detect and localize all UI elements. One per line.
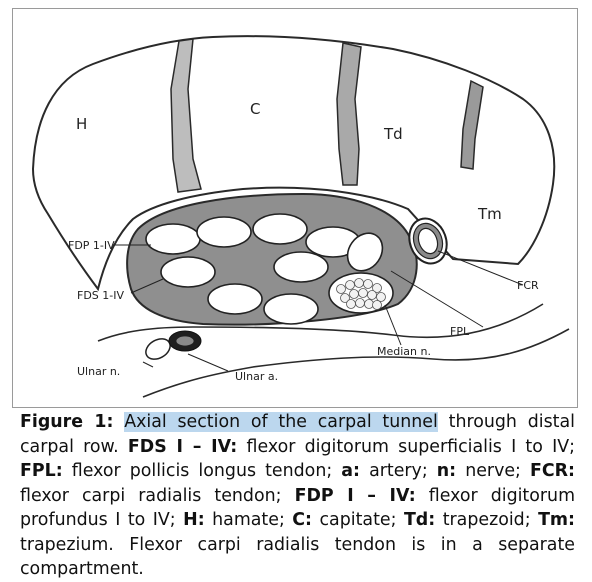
anatomy-figure: H C Td Tm: [12, 8, 578, 408]
joint-space-td-tm: [460, 79, 484, 170]
caption-key-fcr: FCR:: [530, 461, 575, 481]
tendon-fds-4: [263, 293, 319, 325]
caption-figure-number: Figure 1:: [20, 412, 114, 432]
caption-key-n: n:: [436, 461, 457, 481]
carpal-tunnel-drawing: H C Td Tm: [31, 35, 570, 398]
caption-key-a: a:: [341, 461, 360, 481]
caption-text: artery;: [360, 461, 437, 481]
joint-space-c-td: [336, 42, 362, 186]
label-ulnar-artery: Ulnar a.: [235, 370, 278, 383]
caption-key-c: C:: [292, 510, 313, 530]
caption-text: flexor digitorum profundus I to IV;: [20, 485, 576, 531]
caption-text: nerve;: [456, 461, 530, 481]
median-nerve-fascicles: [336, 278, 386, 310]
palmar-soft-tissue: [97, 303, 570, 398]
label-trapezium: Tm: [477, 205, 502, 223]
leader-lines: [113, 244, 524, 372]
caption-text: hamate;: [204, 510, 293, 530]
label-fcr: FCR: [517, 279, 539, 292]
tendon-fdp-1: [145, 223, 201, 255]
caption-key-fds: FDS I – IV:: [127, 436, 238, 457]
caption-highlight: Axial section of the carpal tunnel: [124, 412, 438, 432]
caption-key-h: H:: [183, 510, 205, 530]
tendon-fdp-3: [252, 213, 308, 245]
ulnar-artery-lumen: [175, 335, 195, 347]
caption-key-fpl: FPL:: [20, 461, 63, 481]
tendon-fdp-2: [196, 216, 252, 248]
caption-key-td: Td:: [403, 510, 436, 530]
label-trapezoid: Td: [383, 125, 403, 143]
label-median-nerve: Median n.: [377, 345, 431, 358]
joint-space-h-c: [170, 38, 202, 193]
fcr-tendon: [417, 227, 439, 255]
caption-text: capitate;: [312, 510, 404, 530]
tendon-fds-2: [273, 251, 329, 283]
caption-text: flexor pollicis longus tendon;: [62, 461, 342, 481]
label-fds: FDS 1-IV: [77, 289, 124, 302]
caption-key-fdp: FDP I – IV:: [294, 485, 416, 506]
caption-text: flexor digitorum superficialis I to IV;: [237, 436, 576, 457]
caption-text: through distal carpal row.: [20, 412, 575, 457]
label-ulnar-nerve: Ulnar n.: [77, 365, 120, 378]
label-fdp: FDP 1-IV: [68, 239, 115, 252]
tendon-fpl: [346, 232, 384, 272]
label-hamate: H: [76, 115, 87, 133]
label-capitate: C: [250, 100, 260, 118]
caption-text: trapezium. Flexor carpi radialis tendon …: [20, 534, 575, 580]
tendon-fds-3: [207, 283, 263, 315]
caption-key-tm: Tm:: [538, 510, 576, 530]
figure-caption: Figure 1: Axial section of the carpal tu…: [20, 410, 576, 579]
caption-text: flexor carpi radialis tendon;: [20, 485, 295, 506]
tendon-fds-1: [160, 256, 216, 288]
caption-text: trapezoid;: [435, 510, 539, 530]
